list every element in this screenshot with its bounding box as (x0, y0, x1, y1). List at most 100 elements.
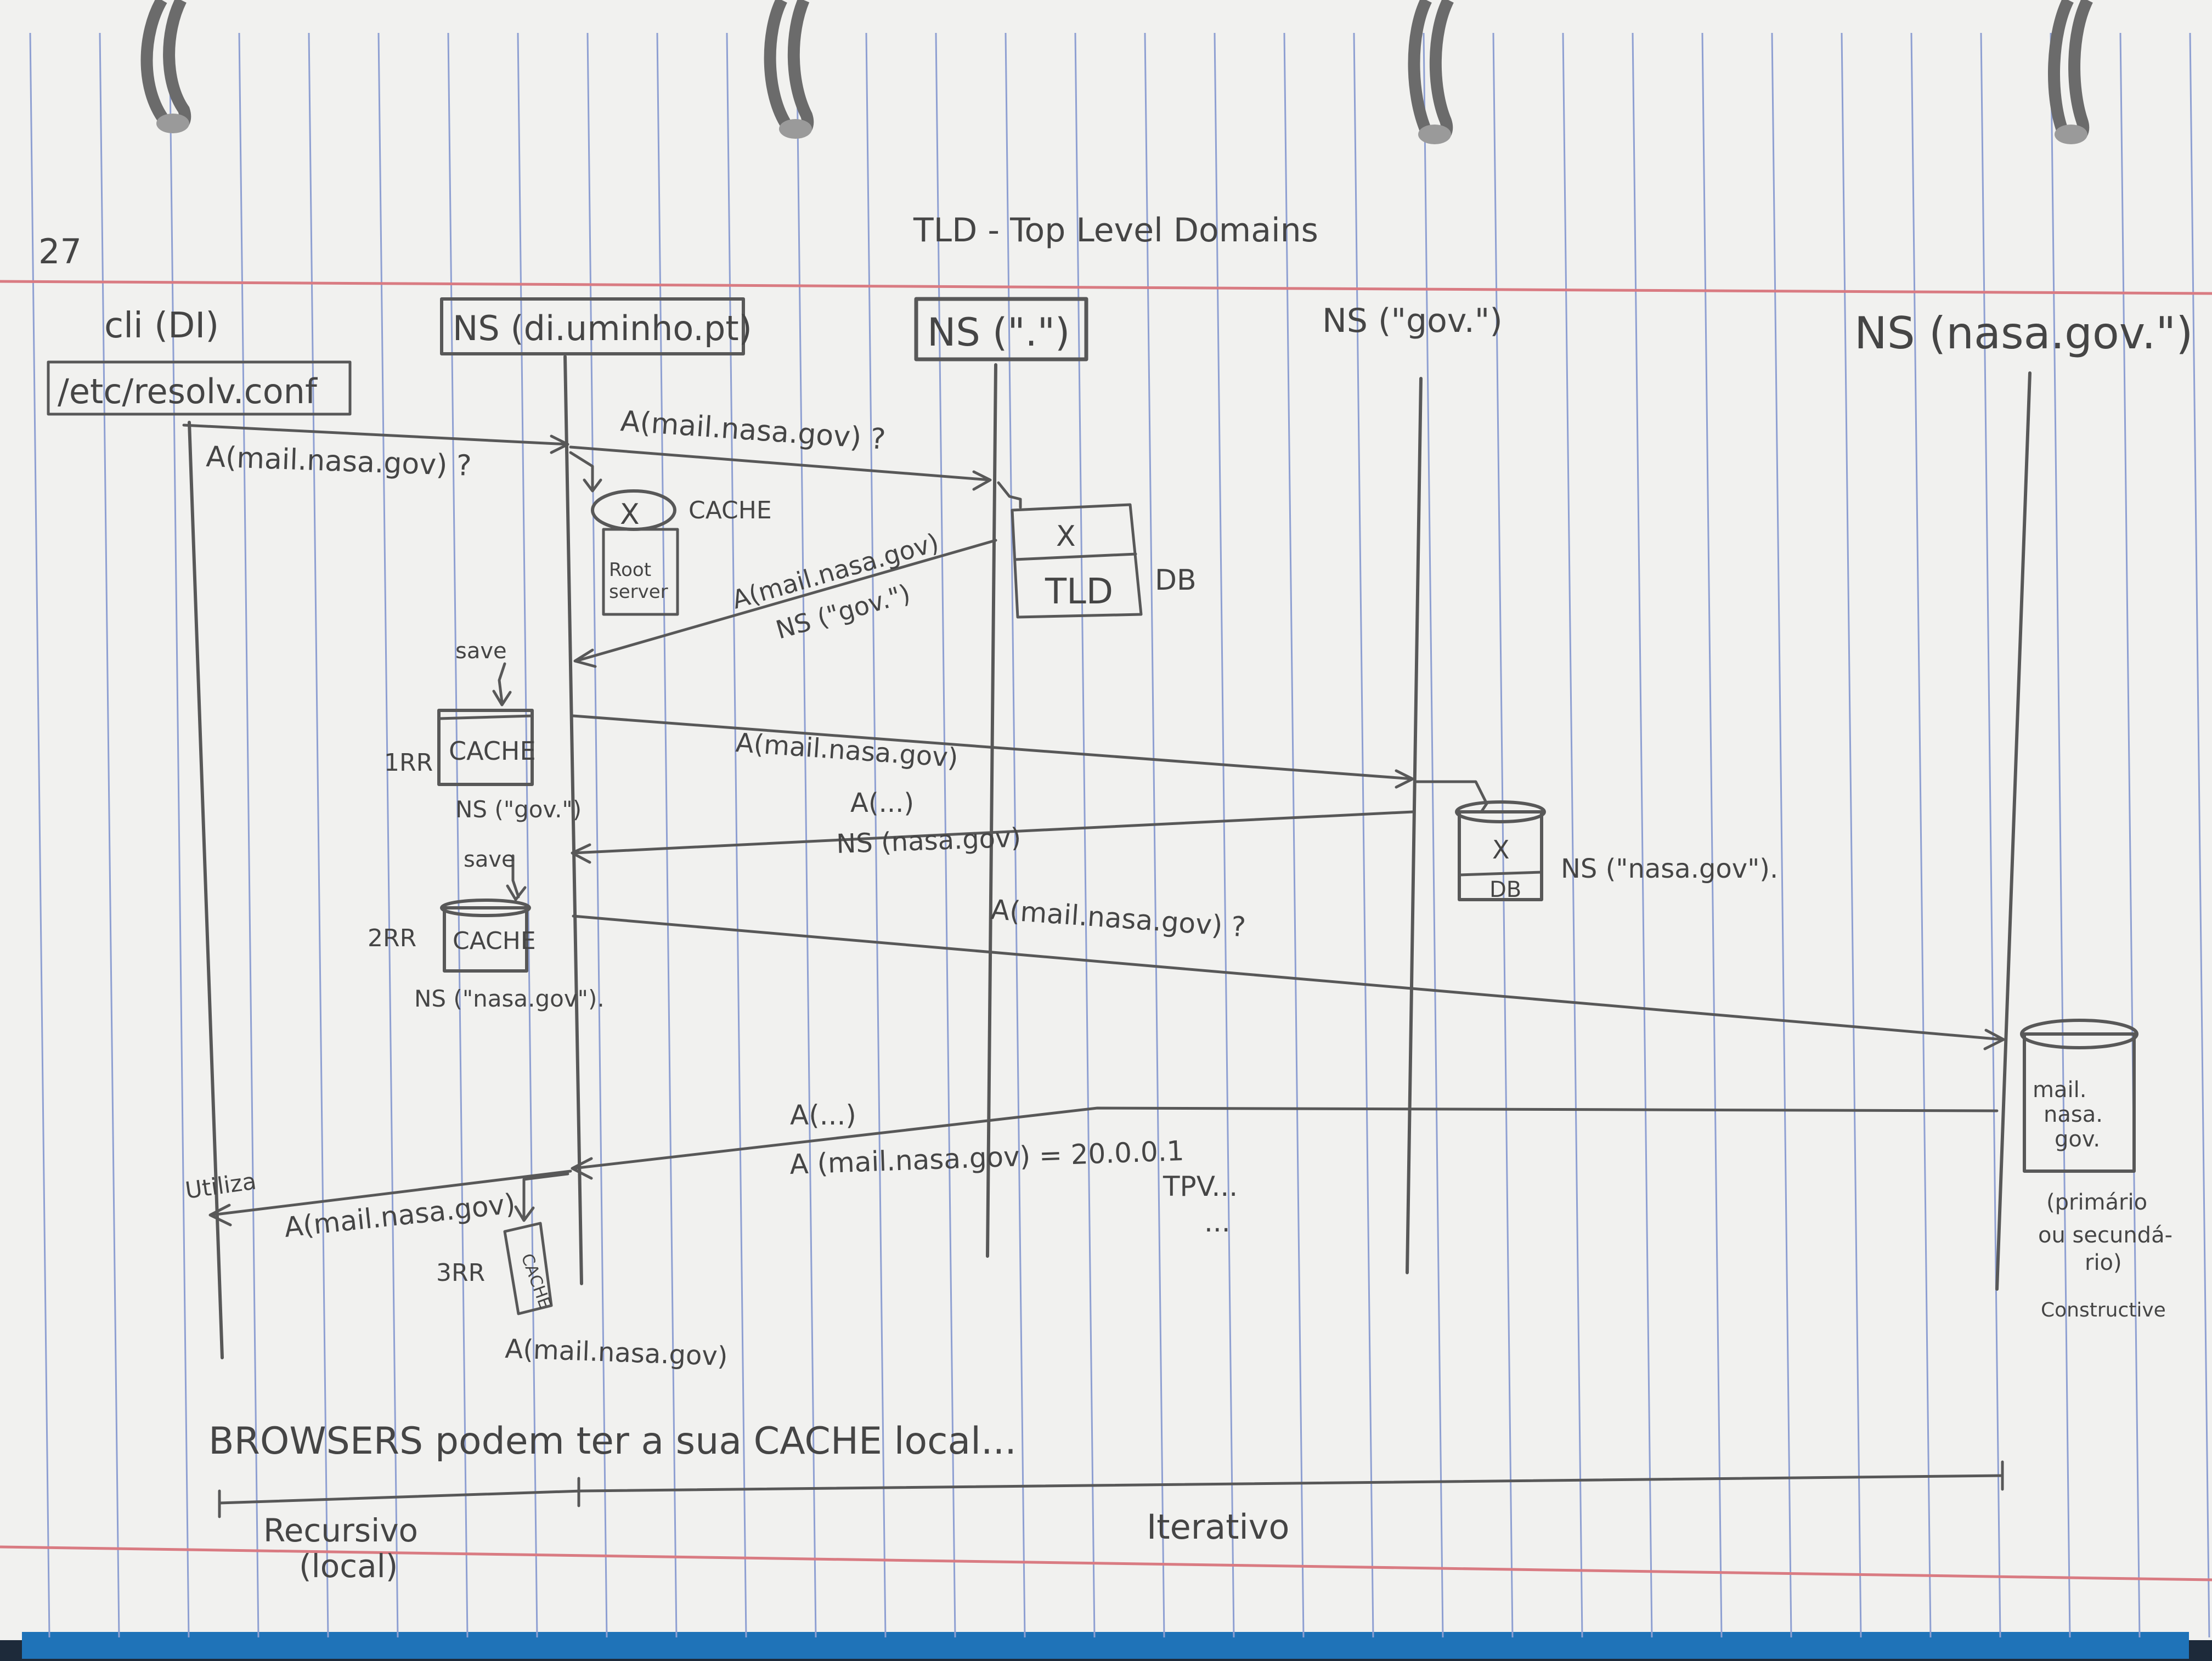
rule-line (1632, 32, 1653, 1638)
rule-line (2119, 32, 2141, 1638)
binder-ring (764, 0, 814, 139)
arrow-to-cache-3 (514, 1172, 569, 1222)
lifeline-root-ns (986, 363, 997, 1258)
cache-1-label: CACHE (449, 736, 536, 766)
rule-line (2050, 32, 2071, 1638)
msg-r3-line4: ... (1204, 1206, 1231, 1238)
rule-line (168, 32, 190, 1638)
nasa-db-line2: nasa. (2044, 1102, 2103, 1127)
gov-db-label: DB (1489, 877, 1521, 902)
arrow-nasa-reply (571, 1106, 1999, 1180)
rr-1-label: 1RR (384, 749, 433, 777)
rule-line (1841, 32, 1862, 1638)
arrow-local-to-client (208, 1170, 572, 1227)
page-title: TLD - Top Level Domains (913, 211, 1318, 250)
save-1-label: save (455, 639, 507, 664)
resolv-conf-path: /etc/resolv.conf (58, 371, 318, 411)
actor-gov-ns: NS ("gov.") (1322, 302, 1503, 340)
rule-line (865, 32, 887, 1638)
binder-ring (1408, 0, 1454, 144)
binder-ring (140, 0, 191, 133)
actor-nasa-ns: NS (nasa.gov.") (1854, 308, 2193, 359)
rule-line (1771, 32, 1792, 1638)
root-server-line1: Root (609, 559, 651, 581)
rr-3-label: 3RR (436, 1259, 485, 1287)
root-db: X TLD DB (1011, 503, 1197, 619)
arrow-root-to-db (997, 481, 1022, 509)
rule-line (1910, 32, 1932, 1638)
rule-line (99, 32, 120, 1638)
rule-line (238, 32, 259, 1638)
actor-local-ns-box (440, 297, 745, 355)
rr-2-content: NS ("nasa.gov"). (414, 985, 605, 1012)
arrow-query-client-to-local (182, 423, 569, 454)
msg-r3-line3: TPV... (1163, 1171, 1238, 1202)
rule-line (1353, 32, 1374, 1638)
actor-root-ns: NS (".") (927, 310, 1070, 355)
actor-root-ns-box (914, 297, 1088, 361)
gov-ns-record: NS ("nasa.gov"). (1561, 854, 1778, 884)
rule-line (1144, 32, 1165, 1638)
rule-line (308, 32, 329, 1638)
actor-client: cli (DI) (104, 306, 219, 346)
rule-line (2189, 32, 2210, 1638)
lifeline-client (188, 421, 224, 1359)
lifeline-gov-ns (1406, 377, 1423, 1274)
rule-line (795, 32, 817, 1638)
nasa-db-line3: gov. (2055, 1127, 2100, 1152)
red-margin-top (0, 280, 2212, 295)
rr-1-content: NS ("gov.") (455, 796, 582, 823)
rule-line (1423, 32, 1444, 1638)
nasa-note-line2: ou secundá- (2038, 1223, 2172, 1248)
recursive-line1: Recursivo (263, 1512, 418, 1549)
binder-ring (2047, 0, 2093, 144)
lifeline-nasa-ns (1995, 371, 2032, 1291)
browsers-note: BROWSERS podem ter a sua CACHE local... (208, 1420, 1017, 1463)
local-cache-label: CACHE (689, 496, 772, 524)
rule-line (1701, 32, 1723, 1638)
rule-line (29, 32, 50, 1638)
msg-r2-line2: NS (nasa.gov) (836, 822, 1022, 860)
cache-1: CACHE (437, 709, 536, 786)
rule-line (1562, 32, 1583, 1638)
gov-db: X DB (1455, 800, 1546, 902)
msg-r2-line1: A(...) (850, 788, 914, 818)
msg-r3-line1: A(...) (790, 1099, 856, 1131)
iterative-label: Iterativo (1147, 1507, 1289, 1547)
arrow-save-2 (506, 854, 527, 901)
arrow-query-local-to-root (569, 445, 992, 491)
rule-line (1492, 32, 1514, 1638)
nasa-db: mail. nasa. gov. (2020, 1019, 2138, 1173)
nasa-db-line1: mail. (2033, 1077, 2086, 1103)
root-db-tld: TLD (1045, 572, 1113, 612)
arrow-local-to-cache (569, 451, 602, 493)
local-cache-x: X (620, 498, 640, 531)
rule-line (1283, 32, 1305, 1638)
arrow-root-reply (573, 539, 997, 668)
scope-brackets (218, 1460, 2004, 1518)
actor-local-ns: NS (di.uminho.pt) (453, 308, 752, 348)
blue-stripe (22, 1632, 2189, 1659)
gov-db-x: X (1492, 835, 1510, 865)
arrow-save-1 (492, 662, 512, 707)
rr-2-label: 2RR (368, 924, 416, 952)
lifelines (188, 355, 2032, 1359)
arrow-query-local-to-gov (572, 714, 1414, 789)
cache-2-label: CACHE (453, 927, 536, 955)
cache-2: CACHE (440, 899, 536, 973)
recursive-line2: (local) (299, 1547, 398, 1585)
arrow-query-local-to-nasa (572, 914, 2005, 1050)
local-cache-miss: X CACHE Root server (591, 489, 772, 616)
arrow-gov-to-db (1414, 780, 1488, 813)
nasa-note-line4: Constructive (2041, 1299, 2166, 1321)
root-db-x: X (1056, 520, 1076, 553)
root-db-label: DB (1155, 564, 1197, 597)
nasa-note-line3: rio) (2085, 1250, 2122, 1275)
save-2-label: save (464, 847, 515, 872)
nasa-note-line1: (primário (2046, 1190, 2147, 1215)
resolv-conf-box (47, 360, 352, 416)
lifeline-local-ns (563, 355, 583, 1285)
